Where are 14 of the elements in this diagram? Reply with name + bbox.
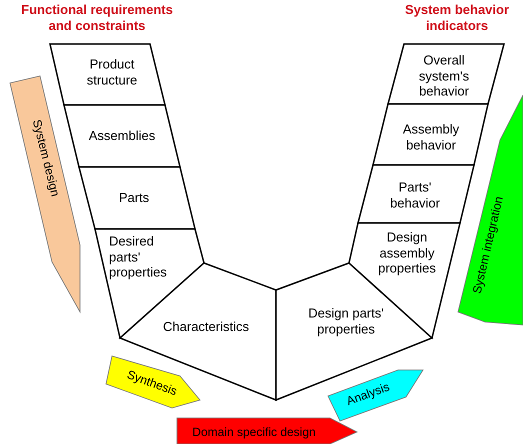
- cell-label: Characteristics: [162, 319, 250, 335]
- cell-label: Overall system's behavior: [418, 52, 470, 100]
- cell-label: Parts: [118, 190, 150, 206]
- column-heading: System behavior indicators: [404, 2, 510, 34]
- phase-label: Domain specific design: [192, 424, 316, 440]
- cell-label: Parts' behavior: [389, 179, 441, 211]
- cell-label: Product structure: [86, 56, 138, 88]
- cell-label: Design assembly properties: [377, 230, 437, 276]
- cell-label: Design parts' properties: [307, 305, 385, 337]
- phase-label: System design: [30, 118, 62, 198]
- column-heading: Functional requirements and constraints: [20, 2, 174, 34]
- cell-label: Assembly behavior: [402, 121, 460, 153]
- cell-label: Desired parts' properties: [109, 234, 168, 280]
- cell-label: Assemblies: [88, 128, 156, 144]
